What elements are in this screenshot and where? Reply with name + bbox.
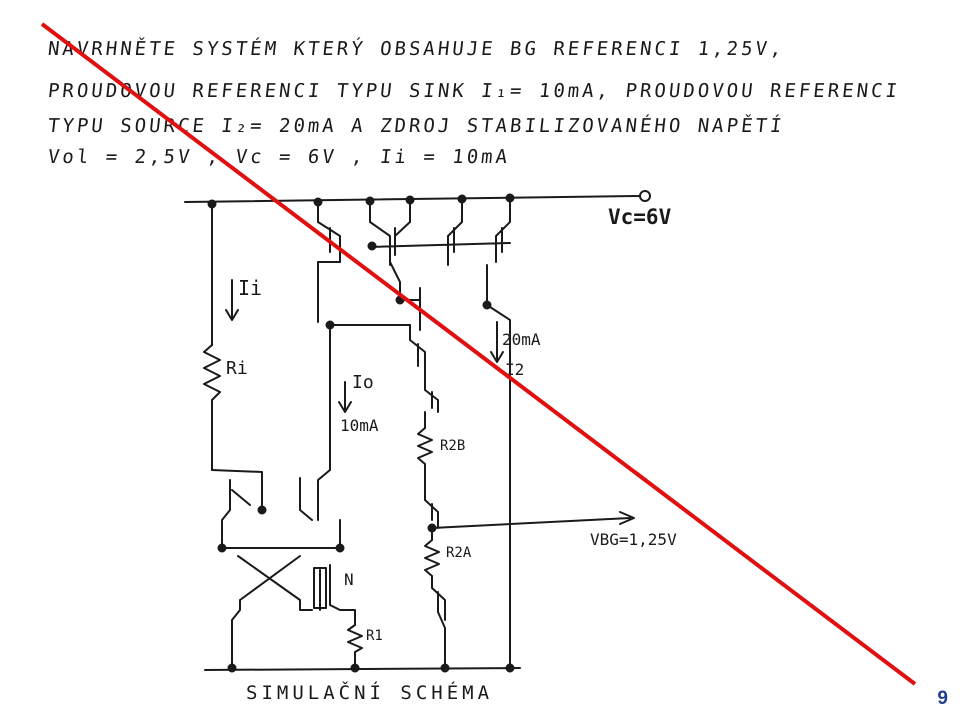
- ri-resistor: [203, 344, 221, 401]
- ri-label: Ri: [226, 358, 248, 379]
- ground-rail: [204, 667, 521, 671]
- r2a-resistor: [424, 539, 440, 577]
- vc-terminal: [639, 190, 651, 202]
- io-branch-wire: [317, 324, 411, 521]
- i2-arrow: [490, 321, 504, 363]
- io-arrow: [338, 381, 352, 413]
- io-label: Io: [352, 372, 374, 393]
- i2-branch-wire: [486, 264, 511, 669]
- ii-arrow: [225, 279, 239, 321]
- r1-label: R1: [366, 628, 383, 644]
- r2b-label: R2B: [440, 438, 466, 454]
- caption: SIMULAČNÍ SCHÉMA: [246, 682, 494, 704]
- bandgap-transistors: [409, 324, 439, 429]
- vbg-output-arrow: [431, 511, 635, 529]
- r2b-resistor: [417, 427, 433, 465]
- r1-resistor: [347, 624, 363, 669]
- vc-label: Vc=6V: [608, 205, 672, 229]
- page-number: 9: [937, 688, 948, 709]
- io-value: 10mA: [340, 416, 379, 435]
- n-label: N: [344, 570, 354, 589]
- r2a-label: R2A: [446, 545, 472, 561]
- i2-value: 20mA: [502, 330, 541, 349]
- cross-coupled-pair: [211, 469, 356, 669]
- n-transistor-box: [313, 567, 327, 609]
- ii-label: Ii: [238, 276, 263, 300]
- vbg-label: VBG=1,25V: [590, 530, 677, 549]
- i2-label: I2: [505, 360, 525, 379]
